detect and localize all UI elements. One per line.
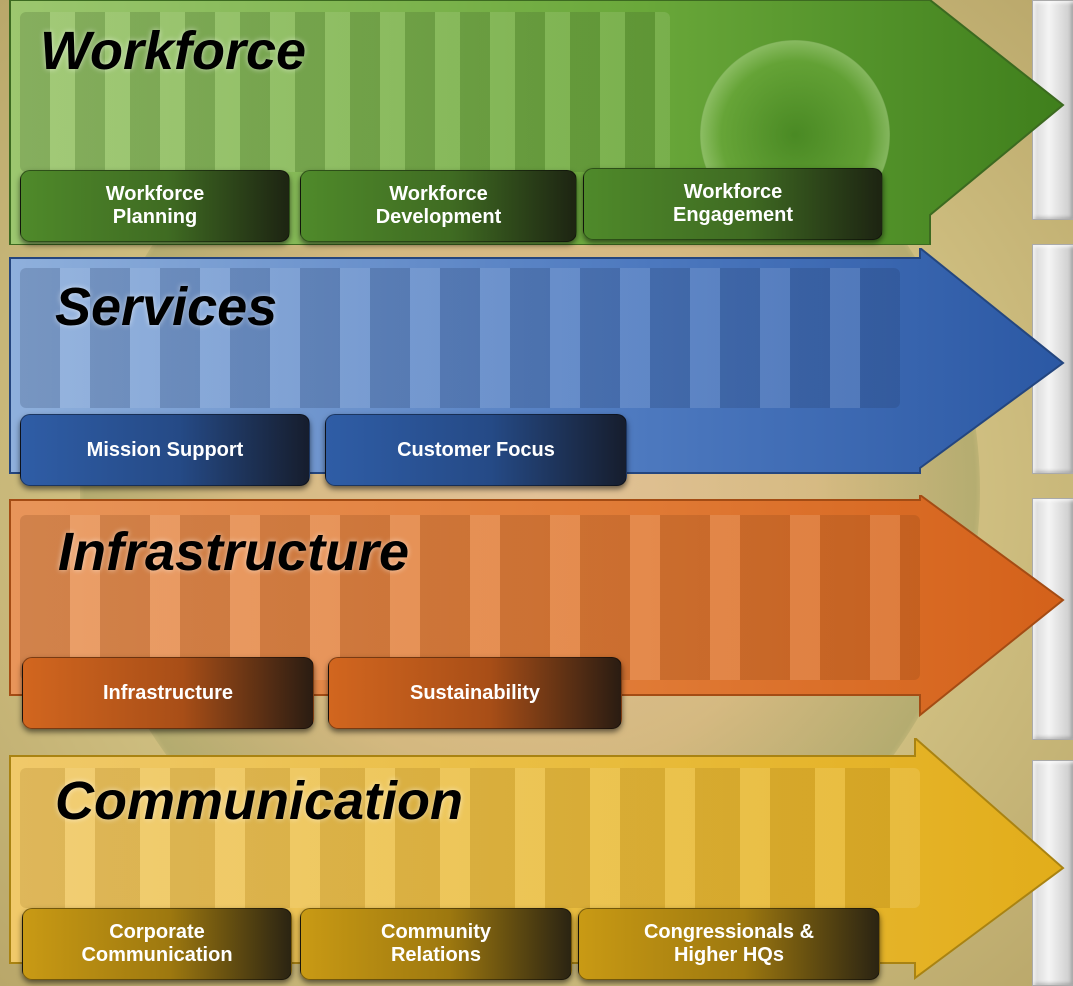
corporate-communication-button[interactable]: Corporate Communication xyxy=(22,908,292,980)
workforce-engagement-button[interactable]: Workforce Engagement xyxy=(583,168,883,240)
workforce-band: Workforce Workforce Planning Workforce D… xyxy=(0,0,1073,245)
services-title: Services xyxy=(55,277,278,337)
mission-support-button[interactable]: Mission Support xyxy=(20,414,310,486)
sustainability-button[interactable]: Sustainability xyxy=(328,657,622,729)
communication-band: Communication Corporate Communication Co… xyxy=(0,738,1073,984)
infrastructure-photo xyxy=(20,515,920,680)
workforce-development-button[interactable]: Workforce Development xyxy=(300,170,577,242)
services-band: Services Mission Support Customer Focus xyxy=(0,248,1073,493)
workforce-title: Workforce xyxy=(40,21,307,81)
customer-focus-button[interactable]: Customer Focus xyxy=(325,414,627,486)
infrastructure-button[interactable]: Infrastructure xyxy=(22,657,314,729)
communication-title: Communication xyxy=(55,771,464,831)
workforce-photo xyxy=(20,12,670,172)
workforce-planning-button[interactable]: Workforce Planning xyxy=(20,170,290,242)
infrastructure-band: Infrastructure Infrastructure Sustainabi… xyxy=(0,495,1073,745)
communication-photo xyxy=(20,768,920,908)
infrastructure-title: Infrastructure xyxy=(58,522,410,582)
services-photo xyxy=(20,268,900,408)
community-relations-button[interactable]: Community Relations xyxy=(300,908,572,980)
congressionals-higher-hqs-button[interactable]: Congressionals & Higher HQs xyxy=(578,908,880,980)
